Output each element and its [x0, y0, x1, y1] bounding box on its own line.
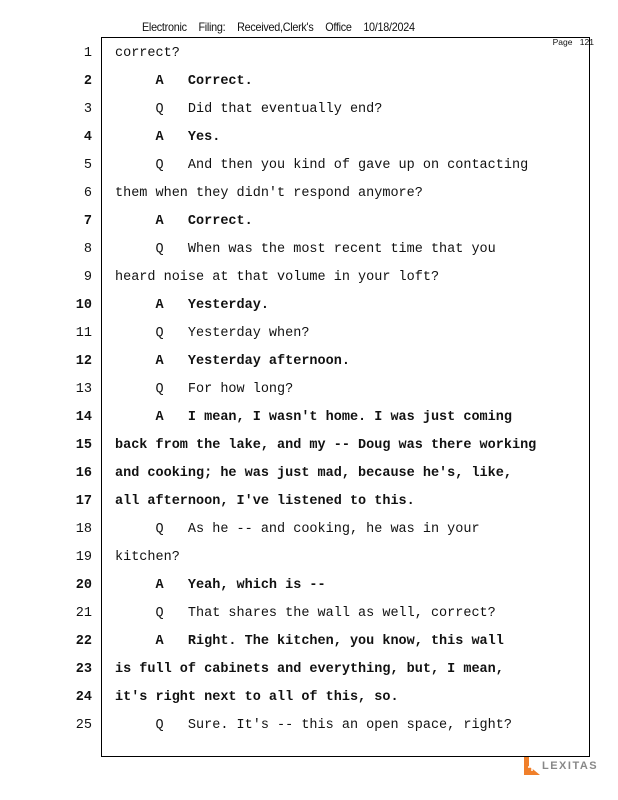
transcript-line: Q As he -- and cooking, he was in your — [115, 522, 480, 537]
transcript-line: Q And then you kind of gave up on contac… — [115, 158, 529, 173]
transcript-line: Q Yesterday when? — [115, 326, 310, 341]
line-number: 20 — [75, 578, 92, 593]
transcript-line: correct? — [115, 46, 180, 61]
line-number: 16 — [75, 466, 92, 481]
line-number: 24 — [75, 690, 92, 705]
transcript-line: is full of cabinets and everything, but,… — [115, 662, 504, 677]
line-number: 18 — [75, 522, 92, 537]
line-number: 17 — [75, 494, 92, 509]
transcript-line: heard noise at that volume in your loft? — [115, 270, 440, 285]
transcript-line: and cooking; he was just mad, because he… — [115, 466, 512, 481]
line-number: 13 — [75, 382, 92, 397]
line-number: 3 — [83, 102, 92, 117]
line-number: 7 — [83, 214, 92, 229]
transcript-line: A I mean, I wasn't home. I was just comi… — [115, 410, 512, 425]
page-number: Page 121 — [552, 37, 594, 47]
transcript-line: A Yesterday. — [115, 298, 269, 313]
line-number: 4 — [83, 130, 92, 145]
line-number: 15 — [75, 438, 92, 453]
line-number: 1 — [83, 46, 92, 61]
line-number: 25 — [75, 718, 92, 733]
transcript-line: Q Sure. It's -- this an open space, righ… — [115, 718, 512, 733]
line-number: 9 — [83, 270, 92, 285]
transcript-line: Q For how long? — [115, 382, 294, 397]
transcript-line: Q Did that eventually end? — [115, 102, 383, 117]
transcript-line: back from the lake, and my -- Doug was t… — [115, 438, 537, 453]
transcript-line: kitchen? — [115, 550, 180, 565]
transcript-line: all afternoon, I've listened to this. — [115, 494, 415, 509]
line-number: 19 — [75, 550, 92, 565]
line-number: 5 — [83, 158, 92, 173]
line-number: 6 — [83, 186, 92, 201]
transcript-line: A Correct. — [115, 74, 253, 89]
transcript-line: A Yeah, which is -- — [115, 578, 326, 593]
transcript-line: A Yesterday afternoon. — [115, 354, 350, 369]
line-number: 12 — [75, 354, 92, 369]
line-number: 8 — [83, 242, 92, 257]
lexitas-logo: LEXITAS — [524, 757, 598, 775]
line-number: 2 — [83, 74, 92, 89]
transcript-frame — [101, 37, 590, 757]
line-number: 10 — [75, 298, 92, 313]
transcript-line: them when they didn't respond anymore? — [115, 186, 423, 201]
transcript-line: A Correct. — [115, 214, 253, 229]
lexitas-logo-icon — [524, 757, 540, 775]
line-number: 14 — [75, 410, 92, 425]
filing-header: Electronic Filing: Received,Clerk's Offi… — [142, 20, 415, 34]
transcript-line: it's right next to all of this, so. — [115, 690, 399, 705]
transcript-line: A Right. The kitchen, you know, this wal… — [115, 634, 504, 649]
line-number: 21 — [75, 606, 92, 621]
line-number: 11 — [75, 326, 92, 341]
transcript-line: A Yes. — [115, 130, 221, 145]
line-number: 22 — [75, 634, 92, 649]
line-number: 23 — [75, 662, 92, 677]
transcript-line: Q That shares the wall as well, correct? — [115, 606, 496, 621]
transcript-line: Q When was the most recent time that you — [115, 242, 496, 257]
lexitas-logo-text: LEXITAS — [542, 760, 599, 772]
